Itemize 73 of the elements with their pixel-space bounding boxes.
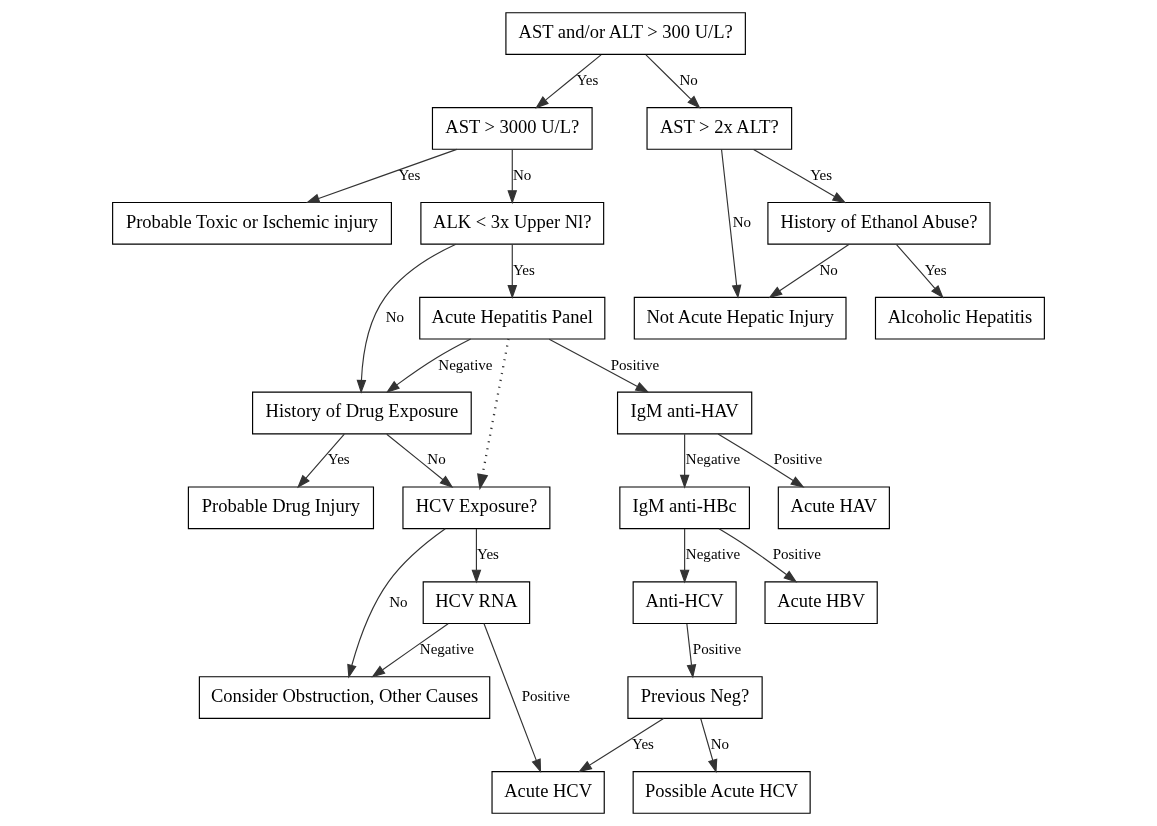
node-box: Consider Obstruction, Other Causes (198, 676, 491, 719)
edge-label: No (427, 451, 446, 468)
edge-label: Yes (576, 71, 599, 88)
arrow (297, 433, 345, 489)
node-box: IgM anti-HBc (619, 486, 750, 530)
arrow (753, 148, 847, 204)
edge-label: Yes (924, 261, 947, 278)
arrow (483, 622, 542, 773)
edge-label: No (389, 593, 408, 610)
edge-label: Positive (773, 451, 823, 468)
node-box: Acute HCV (491, 771, 605, 814)
arrow (356, 243, 457, 394)
node-box: AST > 3000 U/L? (431, 107, 593, 150)
node-box: Probable Drug Injury (187, 486, 375, 530)
arrow (578, 717, 665, 773)
edge-label: No (732, 214, 752, 231)
edge-label: Positive (692, 641, 742, 658)
edge-label: Yes (477, 546, 499, 563)
arrow (386, 433, 454, 489)
edge-label: Yes (632, 735, 654, 752)
edge-label: Yes (512, 261, 535, 278)
arrow (679, 528, 690, 584)
arrow (347, 528, 446, 679)
node-box: IgM anti-HAV (616, 391, 753, 435)
arrow (507, 243, 518, 300)
edge-label: No (819, 261, 838, 278)
node-box: Alcoholic Hepatitis (874, 296, 1045, 340)
node-box: AST and/or ALT > 300 U/L? (505, 12, 746, 55)
node-box: History of Ethanol Abuse? (767, 201, 991, 245)
arrow (645, 54, 701, 109)
node-box: HCV Exposure? (402, 486, 551, 530)
edge-label: No (710, 735, 730, 752)
arrow (371, 623, 449, 678)
node-box: Acute HAV (777, 486, 890, 530)
arrow (718, 528, 798, 583)
arrow (700, 718, 718, 774)
arrow (720, 148, 742, 299)
edge-label: Positive (521, 688, 571, 705)
arrow (717, 433, 805, 488)
node-box: AST > 2x ALT? (646, 107, 793, 150)
node-box: Not Acute Hepatic Injury (633, 296, 847, 340)
node-box: Previous Neg? (627, 676, 763, 719)
edge-label: Positive (610, 356, 660, 373)
edge-label: Yes (810, 166, 833, 183)
edge-label: No (679, 71, 698, 88)
node-box: History of Drug Exposure (252, 391, 472, 435)
arrow (895, 243, 944, 299)
arrow (305, 148, 458, 203)
node-box: HCV RNA (422, 581, 531, 625)
arrow (385, 338, 472, 393)
node-box: Anti-HCV (632, 581, 737, 625)
edge-label: Negative (685, 451, 741, 468)
arrow (535, 54, 602, 109)
node-box: Possible Acute HCV (632, 771, 811, 814)
edge-label: Negative (438, 356, 493, 373)
node-box: ALK < 3x Upper Nl? (420, 201, 605, 245)
edge-label: Negative (419, 641, 475, 658)
edge-label: Negative (685, 546, 741, 563)
arrow (679, 433, 690, 489)
arrow (686, 623, 697, 679)
arrow (548, 338, 650, 393)
arrow (768, 243, 850, 299)
arrow (507, 149, 518, 205)
node-box: Acute Hepatitis Panel (419, 296, 606, 340)
edge-label: No (385, 309, 405, 326)
arrow (471, 528, 482, 584)
arrow (477, 338, 510, 491)
edge-label: No (512, 166, 532, 183)
node-box: Probable Toxic or Ischemic injury (112, 201, 392, 245)
edge-label: Yes (327, 451, 350, 468)
edge-label: Positive (772, 546, 822, 563)
edge-label: Yes (398, 166, 421, 183)
node-box: Acute HBV (764, 581, 878, 625)
